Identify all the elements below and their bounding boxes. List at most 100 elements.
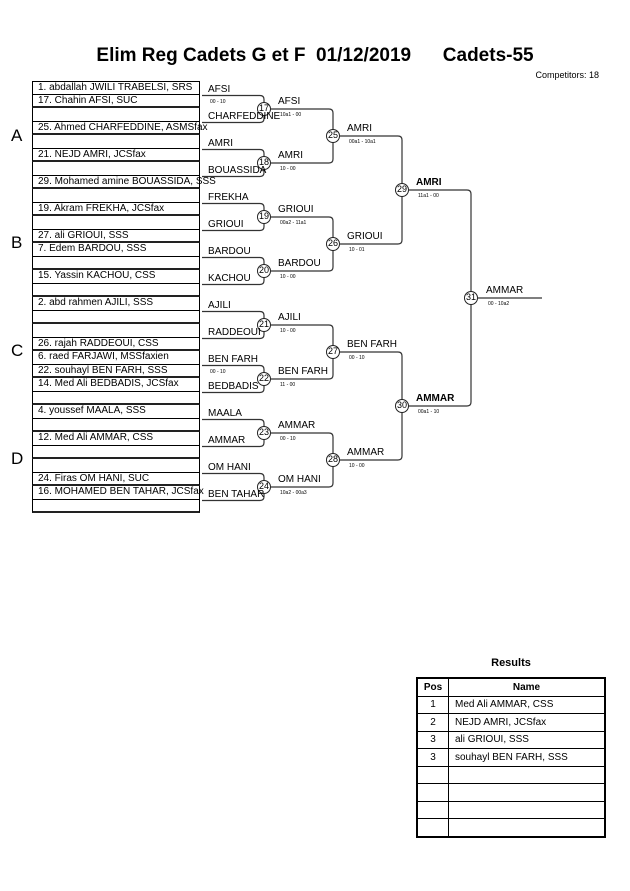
- pool-label-d: D: [11, 449, 24, 468]
- results-name: souhayl BEN FARH, SSS: [448, 748, 606, 767]
- results-pos: 3: [416, 730, 449, 749]
- competitor-label: MAALA: [208, 407, 242, 419]
- winner-label: OM HANI: [278, 474, 321, 485]
- draw-row: [32, 499, 200, 513]
- results-name: Med Ali AMMAR, CSS: [448, 695, 606, 714]
- winner-label: BARDOU: [278, 258, 321, 269]
- winner-label: GRIOUI: [347, 231, 383, 242]
- pool-label-b: B: [11, 233, 23, 252]
- match-score: 00 - 10: [210, 368, 226, 375]
- draw-row: 14. Med Ali BEDBADIS, JCSfax: [32, 378, 200, 392]
- pool-label-c: C: [11, 341, 24, 360]
- match-score: 00a1 - 10: [418, 409, 440, 415]
- draw-row: [32, 310, 200, 324]
- match-score: 00 - 10: [210, 98, 226, 105]
- competitor-label: BEDBADIS: [208, 380, 259, 392]
- draw-row: 25. Ahmed CHARFEDDINE, ASMSfax: [32, 121, 208, 135]
- competitor-label: AMRI: [208, 137, 233, 149]
- winner-label: AMMAR: [416, 393, 455, 404]
- results-title: Results: [491, 657, 531, 669]
- draw-row: 24. Firas OM HANI, SUC: [32, 472, 200, 486]
- draw-row: 16. MOHAMED BEN TAHAR, JCSfax: [32, 486, 204, 500]
- competitor-label: BEN TAHAR: [208, 488, 265, 500]
- draw-row: [32, 135, 200, 149]
- match-number: 24: [259, 481, 270, 491]
- winner-label: GRIOUI: [278, 204, 314, 215]
- draw-row: [32, 324, 200, 338]
- draw-row: [32, 108, 200, 122]
- draw-row: 19. Akram FREKHA, JCSfax: [32, 202, 200, 216]
- draw-row: 17. Chahin AFSI, SUC: [32, 94, 200, 108]
- match-connector: [408, 189, 472, 407]
- results-row: [416, 818, 606, 837]
- pool-label-a: A: [11, 126, 23, 145]
- match-score: 10 - 00: [280, 328, 296, 334]
- draw-row: [32, 162, 200, 176]
- champion-label: AMMAR: [486, 285, 524, 296]
- results-pos: [416, 765, 449, 784]
- results-pos: 3: [416, 748, 449, 767]
- draw-row: 15. Yassin KACHOU, CSS: [32, 270, 200, 284]
- match-score: 10 - 00: [349, 463, 365, 469]
- draw-row: 21. NEJD AMRI, JCSfax: [32, 148, 200, 162]
- match-score: 10 - 01: [349, 247, 365, 253]
- winner-label: BEN FARH: [347, 339, 398, 350]
- competitor-label: AFSI: [208, 83, 231, 95]
- results-pos: [416, 818, 449, 837]
- results-name: [448, 783, 606, 802]
- competitor-label: RADDEOUI: [208, 326, 261, 338]
- match-score: 10a1 - 00: [280, 112, 302, 118]
- draw-row: [32, 216, 200, 230]
- match-score: 00a1 - 10a1: [349, 139, 376, 145]
- draw-row: 7. Edem BARDOU, SSS: [32, 243, 200, 257]
- draw-row: [32, 459, 200, 473]
- draw-row: [32, 445, 200, 459]
- winner-label: BEN FARH: [278, 366, 329, 377]
- competitor-label: KACHOU: [208, 272, 251, 284]
- draw-row: 2. abd rahmen AJILI, SSS: [32, 297, 200, 311]
- match-score: 10 - 00: [280, 166, 296, 172]
- draw-row: [32, 189, 200, 203]
- winner-label: AMRI: [278, 150, 303, 161]
- competitor-label: GRIOUI: [208, 218, 244, 230]
- match-number: 19: [259, 211, 270, 221]
- match-score: 11a1 - 00: [418, 193, 439, 199]
- competitor-label: AJILI: [208, 299, 231, 311]
- match-score: 00 - 10a2: [488, 301, 510, 307]
- match-score: 00 - 10: [349, 355, 365, 361]
- match-number: 30: [397, 400, 408, 410]
- results-name: NEJD AMRI, JCSfax: [448, 713, 606, 732]
- results-pos: [416, 800, 449, 819]
- match-number: 31: [466, 292, 477, 302]
- results-name: [448, 765, 606, 784]
- results-pos: [416, 783, 449, 802]
- draw-row: 4. youssef MAALA, SSS: [32, 405, 200, 419]
- competitor-label: FREKHA: [208, 191, 249, 203]
- results-row: [416, 765, 606, 784]
- match-number: 22: [259, 373, 270, 383]
- draw-row: [32, 391, 200, 405]
- match-score: 11 - 00: [280, 382, 296, 388]
- match-number: 20: [259, 265, 270, 275]
- match-number: 21: [259, 319, 270, 329]
- competitor-label: OM HANI: [208, 461, 251, 473]
- draw-row: [32, 256, 200, 270]
- winner-label: AJILI: [278, 312, 301, 323]
- match-connector: [339, 351, 403, 461]
- results-pos: 1: [416, 695, 449, 714]
- results-pos: 2: [416, 713, 449, 732]
- winner-label: AMMAR: [278, 420, 316, 431]
- draw-row: 29. Mohamed amine BOUASSIDA, SSS: [32, 175, 216, 189]
- match-number: 27: [328, 346, 339, 356]
- competitor-label: BARDOU: [208, 245, 251, 257]
- competitor-label: CHARFEDDINE: [208, 110, 281, 122]
- competitor-label: BEN FARH: [208, 353, 259, 365]
- results-header-pos: Pos: [416, 677, 449, 697]
- results-name: ali GRIOUI, SSS: [448, 730, 606, 749]
- winner-label: AFSI: [278, 96, 301, 107]
- match-number: 25: [328, 130, 339, 140]
- match-connector: [339, 135, 403, 245]
